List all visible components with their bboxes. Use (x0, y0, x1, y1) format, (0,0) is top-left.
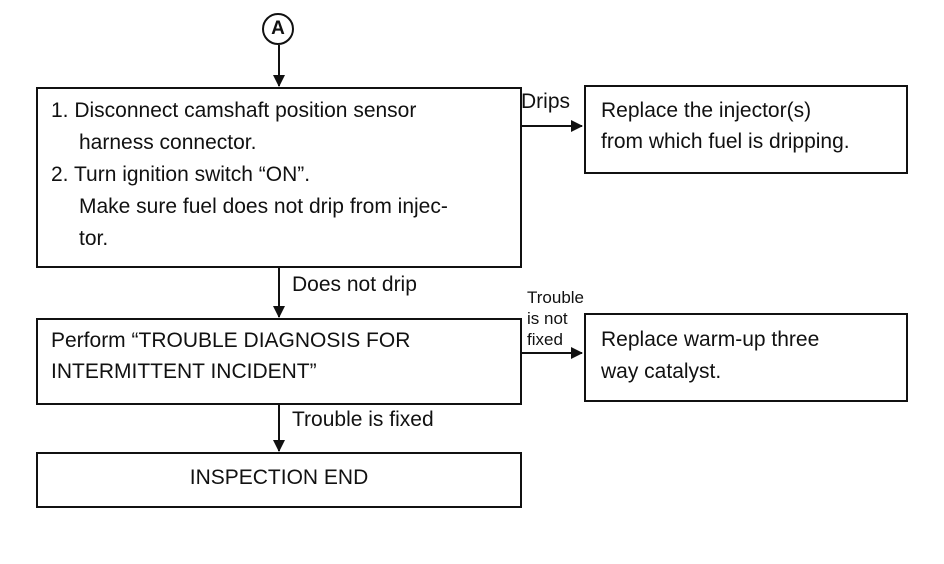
step1-line-1: 1. Disconnect camshaft position sensor (51, 99, 417, 122)
branch-drips-label: Drips (521, 90, 571, 113)
result2-line-2: way catalyst. (601, 360, 722, 383)
end-box (36, 452, 522, 508)
branch-not-fixed-label-2: is not (527, 309, 568, 328)
step2-line-2: INTERMITTENT INCIDENT” (51, 360, 317, 383)
connector-label: A (271, 18, 285, 39)
down-trouble-fixed-label: Trouble is fixed (292, 408, 434, 431)
step1-line-3: 2. Turn ignition switch “ON”. (51, 163, 311, 186)
result1-line-1: Replace the injector(s) (601, 99, 812, 122)
result1-box (584, 85, 908, 174)
step1-box (36, 87, 522, 268)
step2-box (36, 318, 522, 405)
step1-line-4: Make sure fuel does not drip from injec- (79, 195, 448, 218)
result2-box (584, 313, 908, 402)
branch-not-fixed-label-1: Trouble (527, 288, 585, 307)
result2-line-1: Replace warm-up three (601, 328, 820, 351)
step1-line-2: harness connector. (79, 131, 257, 154)
result1-line-2: from which fuel is dripping. (601, 130, 850, 153)
branch-not-fixed-label-3: fixed (527, 330, 563, 349)
step1-line-5: tor. (79, 227, 109, 250)
end-label: INSPECTION END (189, 466, 369, 489)
down-does-not-drip-label: Does not drip (292, 273, 417, 296)
step2-line-1: Perform “TROUBLE DIAGNOSIS FOR (51, 329, 411, 352)
connector-a: A (262, 13, 294, 45)
